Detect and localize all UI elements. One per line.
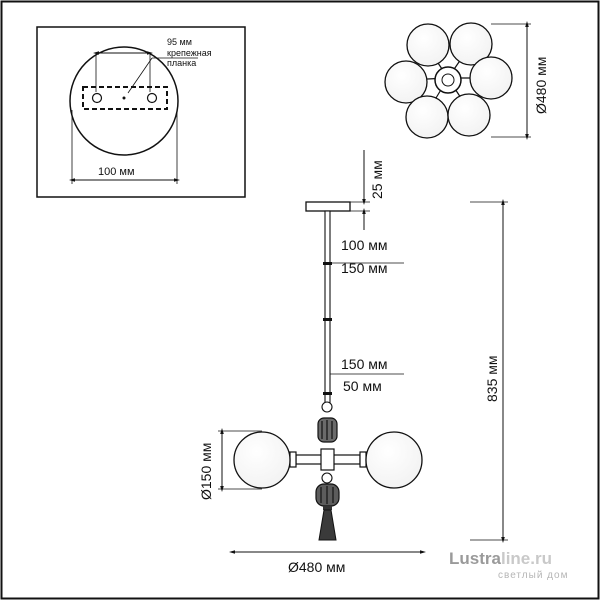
bracket-label-line1: крепежная xyxy=(167,48,212,58)
globe-diameter-label: Ø150 мм xyxy=(198,443,214,500)
canopy-height-label: 25 мм xyxy=(369,160,385,199)
watermark-logo: Lustraline.ru светлый дом xyxy=(449,549,568,581)
canopy xyxy=(305,201,351,212)
tassel xyxy=(318,509,337,541)
upper-bead xyxy=(321,401,333,413)
top-globe-2 xyxy=(449,22,493,66)
tassel-cap xyxy=(323,506,332,510)
socket-left xyxy=(289,451,297,468)
bracket-leader xyxy=(127,57,153,94)
svg-text:Lustraline.ru: Lustraline.ru xyxy=(449,549,552,568)
top-diameter-label: Ø480 мм xyxy=(533,57,549,114)
rod-joint-middle xyxy=(323,318,332,321)
mounting-detail: 95 мм крепежная планка 100 мм xyxy=(36,26,246,198)
top-globe-1 xyxy=(406,23,450,67)
watermark-brand-a: Lustra xyxy=(449,549,502,568)
rod-top-length-1: 100 мм xyxy=(341,237,388,253)
lower-bead xyxy=(321,472,333,484)
center-point xyxy=(122,96,126,100)
arm-hub xyxy=(320,448,335,471)
globe-right xyxy=(365,431,423,489)
suspension-rod xyxy=(324,210,331,404)
rod-joint-upper xyxy=(323,262,332,265)
globe-left xyxy=(233,431,291,489)
bracket-label-line2: планка xyxy=(167,58,196,68)
top-globe-5 xyxy=(405,95,449,139)
socket-right xyxy=(359,451,367,468)
front-view: 25 мм 100 мм 150 мм 150 мм 50 мм xyxy=(198,150,508,575)
mounting-plate xyxy=(69,46,179,156)
rod-top-length-2: 150 мм xyxy=(341,260,388,276)
rod-bottom-length-1: 150 мм xyxy=(341,356,388,372)
watermark-tagline: светлый дом xyxy=(498,570,568,581)
top-view: Ø480 мм xyxy=(384,21,549,140)
rod-joint-lower xyxy=(323,392,332,395)
top-globe-6 xyxy=(447,93,491,137)
rod-bottom-length-2: 50 мм xyxy=(343,378,382,394)
hole-spacing-label: 95 мм xyxy=(167,37,192,47)
watermark-brand-b: line.ru xyxy=(501,549,552,568)
bracket-hole-left xyxy=(91,92,103,104)
mounting-bracket xyxy=(82,86,168,110)
top-globe-3 xyxy=(384,60,428,104)
total-height-label: 835 мм xyxy=(484,356,500,403)
top-view-hub-inner xyxy=(441,73,455,87)
bracket-hole-right xyxy=(146,92,158,104)
plate-diameter-label: 100 мм xyxy=(98,166,135,178)
width-label: Ø480 мм xyxy=(288,559,345,575)
top-globe-4 xyxy=(469,56,513,100)
